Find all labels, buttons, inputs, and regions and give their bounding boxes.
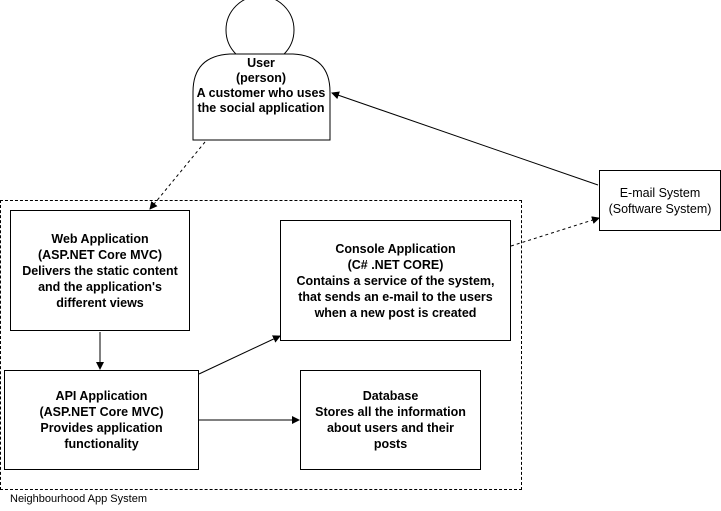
console-application-description-line: when a new post is created — [314, 305, 477, 320]
web-application-box[interactable]: Web Application (ASP.NET Core MVC) Deliv… — [10, 210, 190, 331]
system-boundary[interactable] — [0, 200, 522, 490]
connector-email-to-user — [331, 91, 599, 186]
console-application-name: Console Application — [335, 241, 456, 256]
web-application-description-line: Delivers the static content — [22, 263, 178, 278]
api-application-description-line: functionality — [64, 437, 139, 451]
database-box[interactable]: Database Stores all the information abou… — [300, 370, 481, 470]
console-application-box[interactable]: Console Application (C# .NET CORE) Conta… — [280, 220, 511, 341]
database-name: Database — [362, 389, 419, 403]
api-application-tech: (ASP.NET Core MVC) — [39, 405, 164, 419]
api-application-name: API Application — [55, 389, 148, 403]
web-application-tech: (ASP.NET Core MVC) — [37, 247, 163, 262]
user-description-line: A customer who uses — [196, 86, 326, 100]
email-system-name: E-mail System — [619, 185, 701, 200]
console-application-description-line: that sends an e-mail to the users — [298, 289, 493, 304]
web-application-name: Web Application — [51, 231, 149, 246]
connector-console-to-email — [510, 216, 600, 247]
database-description-line: Stores all the information — [315, 405, 466, 419]
connector-api-to-console — [198, 335, 281, 375]
web-application-description-line: different views — [56, 295, 144, 310]
user-description-line: the social application — [197, 101, 325, 115]
connector-user-to-web — [149, 141, 206, 210]
user-type: (person) — [236, 71, 286, 85]
user-label: User (person) A customer who uses the so… — [188, 56, 334, 116]
api-application-box[interactable]: API Application (ASP.NET Core MVC) Provi… — [4, 370, 199, 470]
user-body — [192, 53, 331, 141]
web-application-description-line: and the application's — [38, 279, 162, 294]
user-name: User — [247, 56, 275, 70]
system-boundary-label: Neighbourhood App System — [10, 493, 147, 505]
user-person-shape[interactable] — [192, 0, 331, 141]
database-description-line: posts — [373, 437, 408, 451]
database-description-line: about users and their — [326, 421, 455, 435]
api-application-description-line: Provides application — [40, 421, 163, 435]
console-application-tech: (C# .NET CORE) — [347, 257, 444, 272]
email-system-box[interactable]: E-mail System (Software System) — [599, 170, 721, 231]
console-application-description-line: Contains a service of the system, — [296, 273, 495, 288]
email-system-type: (Software System) — [608, 201, 712, 216]
